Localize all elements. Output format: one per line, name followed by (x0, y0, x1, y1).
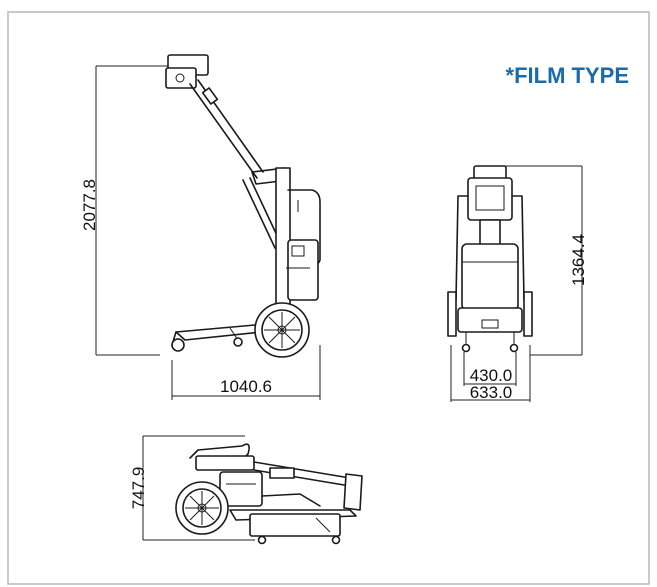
folded-upper-frame (195, 455, 255, 471)
front-height-label: 1364.4 (569, 234, 588, 286)
collimator (165, 67, 197, 89)
folded-spoke-4 (189, 495, 215, 521)
folded-caster-2 (331, 535, 341, 545)
front-upper-box (467, 177, 513, 221)
side-height-label: 2077.8 (80, 179, 99, 231)
side-view: 2077.8 1040.6 (80, 54, 321, 400)
front-handle-right (511, 195, 525, 301)
folded-arm-block (269, 467, 295, 479)
arm-upper-edge (189, 83, 258, 179)
folded-top-handle (189, 443, 250, 461)
front-caster-left (461, 343, 471, 353)
front-base-plate (481, 319, 499, 329)
collimator-knob (175, 73, 185, 83)
sheet-border (7, 11, 650, 585)
arm-joint (201, 87, 219, 105)
side-length-label: 1040.6 (220, 377, 272, 396)
base-leg (175, 324, 263, 341)
folded-wheel-rim (182, 488, 222, 528)
front-width-inner-label: 430.0 (470, 366, 513, 385)
folded-chassis-detail (315, 517, 331, 533)
counterweight-strut (242, 179, 276, 249)
body-panel (291, 245, 305, 257)
front-column (479, 219, 501, 247)
front-caster (171, 338, 185, 352)
folded-height-label: 747.9 (129, 467, 148, 510)
front-display (475, 185, 505, 211)
folded-arm-top (253, 461, 351, 479)
film-type-title: *FILM TYPE (506, 63, 629, 88)
front-body (461, 243, 519, 311)
rear-wheel-rim (261, 309, 303, 351)
front-caster-right (509, 343, 519, 353)
front-caster-2 (233, 337, 243, 347)
front-wheel-right (523, 291, 533, 337)
folded-view: 747.9 (129, 435, 363, 545)
folded-chassis (249, 513, 341, 537)
body-box (287, 239, 319, 301)
folded-tube-head (343, 473, 363, 511)
front-handle-left (455, 195, 469, 301)
folded-caster-1 (257, 535, 267, 545)
front-width-outer-label: 633.0 (470, 383, 513, 402)
front-wheel-left (447, 291, 457, 337)
folded-arm-bottom (253, 469, 351, 487)
spoke-4 (268, 316, 296, 344)
front-view: 1364.4 430.0 633.0 (447, 165, 588, 402)
folded-base (229, 509, 357, 521)
folded-linkage (261, 493, 321, 507)
